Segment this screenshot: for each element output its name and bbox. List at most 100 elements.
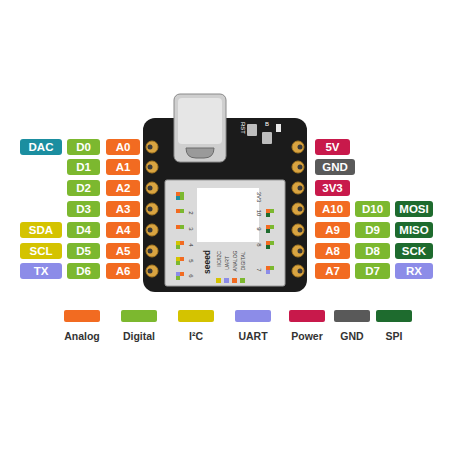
- pin-number: 2: [188, 211, 194, 214]
- pin-name: DAC: [29, 141, 54, 153]
- reset-button: [247, 124, 257, 136]
- pin-name: MOSI: [399, 203, 428, 215]
- analog-pin: A3: [106, 201, 140, 217]
- pin-name: D7: [365, 265, 380, 277]
- usb-c-lip: [186, 148, 214, 158]
- analog-pin: A7: [315, 263, 350, 279]
- legend-swatch: [64, 310, 100, 322]
- digital-pin: D4: [67, 222, 100, 238]
- pin-name: D6: [76, 265, 91, 277]
- pin-number: 3: [188, 227, 194, 230]
- pin-number: 6: [188, 274, 194, 277]
- pin-name: TX: [34, 265, 49, 277]
- pin-name: D5: [76, 245, 91, 257]
- legend-swatch: [289, 310, 325, 322]
- pin-name: D4: [76, 224, 91, 236]
- pin-name: A9: [325, 224, 340, 236]
- pin-name: D3: [76, 203, 91, 215]
- legend-swatch: [121, 310, 157, 322]
- pin-name: D2: [76, 182, 91, 194]
- digital-pin: D6: [67, 263, 100, 279]
- analog-pin: A9: [315, 222, 350, 238]
- digital-pin: D9: [355, 222, 390, 238]
- pin-number: 4: [188, 243, 194, 246]
- boot-button: [262, 132, 272, 144]
- legend-label: Digital: [123, 330, 155, 342]
- pin-name: SCL: [30, 245, 53, 257]
- digital-pin: D2: [67, 180, 100, 196]
- analog-pin: A0: [106, 139, 140, 155]
- module-marking: UART: [225, 256, 230, 270]
- ground-pin: GND: [315, 159, 355, 175]
- pin-name: D9: [365, 224, 380, 236]
- power-pin: 3V3: [315, 180, 350, 196]
- analog-pin: A6: [106, 263, 140, 279]
- legend-swatch: [235, 310, 271, 322]
- analog-pin: A2: [106, 180, 140, 196]
- analog-pin: A5: [106, 243, 140, 259]
- pin-name: A0: [116, 141, 131, 153]
- pin-number: 7: [256, 268, 262, 271]
- analog-pin: A10: [315, 201, 350, 217]
- pin-name: A3: [116, 203, 131, 215]
- pin-name: D1: [76, 161, 91, 173]
- digital-pin: D3: [67, 201, 100, 217]
- usb-c-top: [178, 98, 222, 144]
- spi-pin: SCK: [395, 243, 433, 259]
- legend-swatch: [334, 310, 370, 322]
- uart-pin: RX: [395, 263, 433, 279]
- pin-name: A8: [325, 245, 340, 257]
- analog-pin: A1: [106, 159, 140, 175]
- uart-pin: TX: [20, 263, 62, 279]
- pin-number: 5: [188, 259, 194, 262]
- pin-name: A6: [116, 265, 131, 277]
- spi-pin: MOSI: [395, 201, 433, 217]
- pin-number: 9: [256, 227, 262, 230]
- pin-name: SCK: [402, 245, 426, 257]
- pin-name: 5V: [325, 141, 339, 153]
- digital-pin: D7: [355, 263, 390, 279]
- module-marking: ANALOG: [233, 251, 238, 272]
- legend-label: Power: [291, 330, 323, 342]
- pin-name: A2: [116, 182, 131, 194]
- spi-pin: MISO: [395, 222, 433, 238]
- module-marking: DIGITAL: [241, 251, 246, 270]
- pin-name: RX: [406, 265, 422, 277]
- pin-name: GND: [322, 161, 348, 173]
- pin-name: A5: [116, 245, 131, 257]
- legend-swatch: [178, 310, 214, 322]
- pin-name: A10: [322, 203, 343, 215]
- legend-label: UART: [238, 330, 267, 342]
- module-color-marks: [176, 192, 274, 283]
- pin-number: 10: [256, 210, 262, 217]
- rf-module: [165, 180, 285, 286]
- analog-pin: A8: [315, 243, 350, 259]
- pin-name: D0: [76, 141, 91, 153]
- digital-pin: D5: [67, 243, 100, 259]
- pin-name: A4: [116, 224, 131, 236]
- pin-name: 3V3: [322, 182, 342, 194]
- module-label-area: [197, 188, 259, 242]
- button-label: B: [265, 121, 269, 127]
- digital-pin: D8: [355, 243, 390, 259]
- module-marking: seeed: [203, 250, 212, 274]
- pin-name: D8: [365, 245, 380, 257]
- power-pin: 5V: [315, 139, 350, 155]
- module-marking: IIC/I2C: [217, 251, 222, 267]
- legend-label: SPI: [386, 330, 403, 342]
- led: [276, 124, 281, 132]
- legend-swatch: [376, 310, 412, 322]
- pin-name: D10: [362, 203, 383, 215]
- digital-pin: D10: [355, 201, 390, 217]
- usb-c-shell: [174, 94, 226, 162]
- legend-label: I²C: [189, 330, 203, 342]
- analog-pin: A4: [106, 222, 140, 238]
- pin-name: SDA: [29, 224, 53, 236]
- legend-label: GND: [340, 330, 363, 342]
- dac-label: DAC: [20, 139, 62, 155]
- pin-number: 3V3: [256, 192, 262, 203]
- pin-name: MISO: [399, 224, 428, 236]
- legend-label: Analog: [64, 330, 100, 342]
- digital-pin: D1: [67, 159, 100, 175]
- pin-name: A1: [116, 161, 131, 173]
